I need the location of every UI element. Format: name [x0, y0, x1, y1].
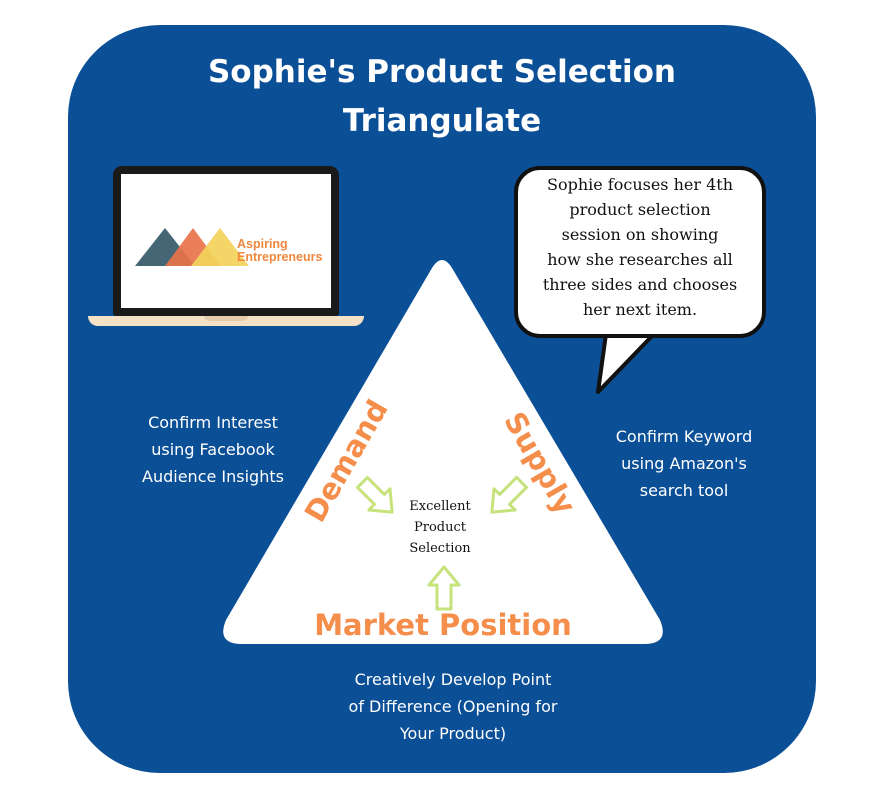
- note-line: Creatively Develop Point: [354, 670, 552, 689]
- title-line-2: Triangulate: [342, 103, 542, 139]
- brand-name: Aspiring Entrepreneurs: [237, 238, 322, 264]
- page-title: Sophie's Product Selection Triangulate: [68, 48, 816, 146]
- center-line: Selection: [409, 541, 471, 556]
- arrow-from-supply-icon: [490, 475, 529, 514]
- note-line: using Amazon's: [621, 454, 747, 473]
- bubble-line: product selection: [569, 200, 711, 219]
- note-line: Confirm Keyword: [615, 427, 753, 446]
- note-line: Audience Insights: [142, 467, 284, 486]
- center-line: Excellent: [409, 499, 471, 514]
- brand-line-2: Entrepreneurs: [237, 250, 323, 264]
- aspiring-entrepreneurs-logo-icon: [135, 228, 249, 266]
- title-line-1: Sophie's Product Selection: [207, 54, 676, 90]
- laptop-base: [88, 316, 364, 326]
- triangle-shape: [223, 260, 663, 644]
- market-note: Creatively Develop Point of Difference (…: [300, 666, 606, 747]
- arrow-from-demand-icon: [355, 475, 394, 514]
- center-label: Excellent Product Selection: [380, 496, 500, 559]
- laptop-notch: [204, 316, 248, 321]
- note-line: search tool: [639, 481, 729, 500]
- note-line: of Difference (Opening for: [348, 697, 558, 716]
- note-line: using Facebook: [151, 440, 275, 459]
- bubble-line: three sides and chooses: [542, 275, 738, 294]
- supply-note: Confirm Keyword using Amazon's search to…: [584, 423, 784, 504]
- bubble-line: Sophie focuses her 4th: [546, 175, 734, 194]
- laptop-display: Aspiring Entrepreneurs: [121, 174, 331, 308]
- brand-line-1: Aspiring: [237, 237, 288, 251]
- bubble-line: session on showing: [561, 225, 719, 244]
- laptop-screen: Aspiring Entrepreneurs: [113, 166, 339, 316]
- demand-note: Confirm Interest using Facebook Audience…: [118, 409, 308, 490]
- note-line: Confirm Interest: [148, 413, 278, 432]
- bubble-line: her next item.: [582, 300, 698, 319]
- speech-bubble-text: Sophie focuses her 4th product selection…: [514, 172, 766, 322]
- center-line: Product: [414, 520, 466, 535]
- note-line: Your Product): [399, 724, 507, 743]
- bubble-line: how she researches all: [547, 250, 733, 269]
- arrow-from-market-icon: [427, 565, 461, 611]
- market-position-label: Market Position: [314, 608, 572, 642]
- bubble-tail: [596, 332, 656, 394]
- speech-bubble: [514, 166, 766, 338]
